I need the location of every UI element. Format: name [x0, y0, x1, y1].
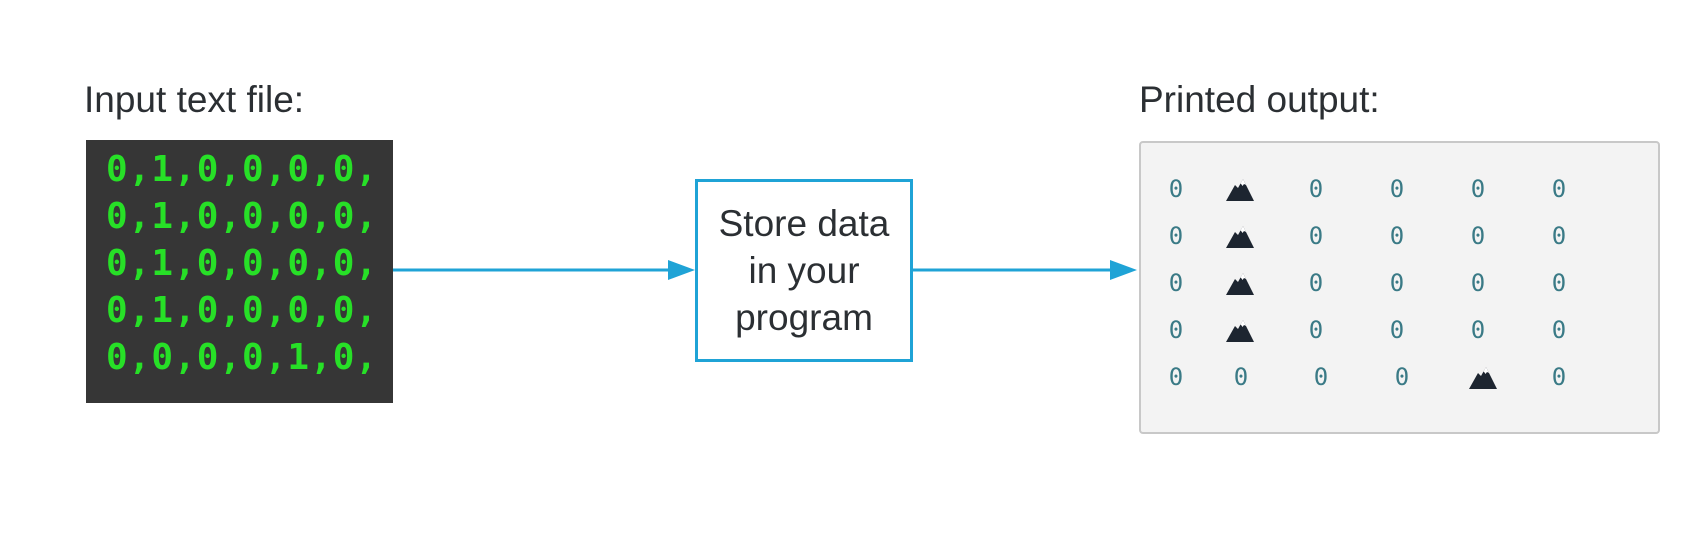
output-zero: 0	[1168, 316, 1184, 344]
output-zero: 0	[1394, 363, 1410, 391]
output-zero: 0	[1551, 269, 1567, 297]
output-zero: 0	[1551, 316, 1567, 344]
output-zero: 0	[1389, 222, 1405, 250]
output-heading: Printed output:	[1139, 79, 1380, 120]
mountain-icon	[1463, 357, 1503, 397]
output-zero: 0	[1551, 222, 1567, 250]
arrow-process-to-output	[913, 260, 1137, 280]
input-text-file: 0,1,0,0,0,0, 0,1,0,0,0,0, 0,1,0,0,0,0, 0…	[86, 140, 393, 403]
input-line: 0,1,0,0,0,0,	[106, 243, 379, 284]
process-label-line: Store data	[718, 203, 890, 244]
output-zero: 0	[1308, 316, 1324, 344]
output-zero: 0	[1470, 316, 1486, 344]
mountain-icon	[1220, 216, 1260, 256]
output-zero: 0	[1233, 363, 1249, 391]
output-zero: 0	[1168, 363, 1184, 391]
output-zero: 0	[1470, 269, 1486, 297]
output-zero: 0	[1168, 269, 1184, 297]
input-line: 0,1,0,0,0,0,	[106, 290, 379, 331]
output-zero: 0	[1308, 222, 1324, 250]
output-zero: 0	[1551, 175, 1567, 203]
output-zero: 0	[1308, 269, 1324, 297]
input-line: 0,1,0,0,0,0,	[106, 149, 379, 190]
input-line: 0,1,0,0,0,0,	[106, 196, 379, 237]
output-zero: 0	[1389, 269, 1405, 297]
output-zero: 0	[1168, 222, 1184, 250]
output-zero: 0	[1313, 363, 1329, 391]
output-zero: 0	[1470, 175, 1486, 203]
output-zero: 0	[1470, 222, 1486, 250]
process-label-line: in your	[748, 250, 860, 291]
mountain-icon	[1220, 169, 1260, 209]
input-heading: Input text file:	[84, 79, 305, 120]
mountain-icon	[1220, 263, 1260, 303]
process-box: Store data in your program	[695, 179, 913, 362]
input-line: 0,0,0,0,1,0,	[106, 337, 379, 378]
process-label: Store data in your program	[704, 200, 904, 341]
mountain-icon	[1220, 310, 1260, 350]
arrow-input-to-process	[393, 260, 695, 280]
output-zero: 0	[1168, 175, 1184, 203]
printed-output-panel: 0 0 0 0 0 0 0 0 0 0 0 0 0 0 0 0 0 0 0 0 0 0 0 0 0	[1139, 141, 1660, 434]
output-zero: 0	[1389, 175, 1405, 203]
process-label-line: program	[735, 297, 873, 338]
output-zero: 0	[1551, 363, 1567, 391]
output-zero: 0	[1308, 175, 1324, 203]
output-zero: 0	[1389, 316, 1405, 344]
